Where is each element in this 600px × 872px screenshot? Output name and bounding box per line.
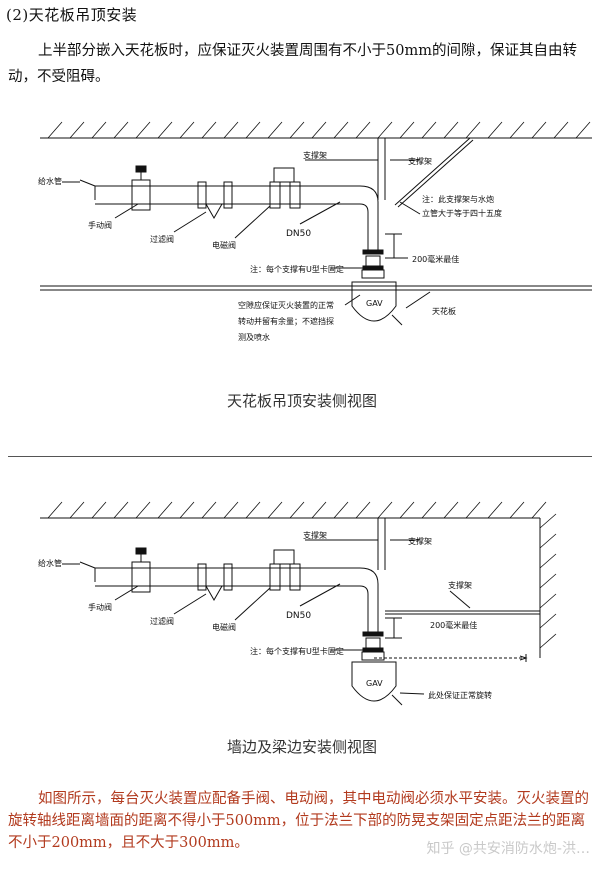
caption-wall: 墙边及梁边安装侧视图 bbox=[227, 738, 377, 756]
label-filter-valve: 过滤阀 bbox=[150, 234, 174, 244]
device-mark: GAV bbox=[366, 679, 383, 688]
ceiling-hatch bbox=[47, 501, 547, 519]
label-manual-valve: 手动阀 bbox=[88, 220, 112, 230]
intro-paragraph: 上半部分嵌入天花板时，应保证灭火装置周围有不小于50mm的间隙，保证其自由转动，… bbox=[8, 43, 577, 85]
label-ubolt-note: 注：每个支撑有U型卡固定 bbox=[250, 264, 344, 274]
label-filter-valve: 过滤阀 bbox=[150, 616, 174, 626]
label-solenoid-valve: 电磁阀 bbox=[212, 240, 236, 250]
label-angle-note-1: 注：此支撑架与水炮 bbox=[422, 194, 494, 204]
wall-hatch bbox=[539, 513, 557, 649]
divider bbox=[8, 456, 592, 457]
label-support-1: 支撑架 bbox=[303, 530, 327, 540]
label-angle-note-2: 立管大于等于四十五度 bbox=[422, 208, 502, 218]
label-water-pipe: 给水管 bbox=[38, 558, 62, 568]
device-mark: GAV bbox=[366, 299, 383, 308]
wall-install-diagram: 给水管 手动阀 过滤阀 电磁阀 DN50 支撑架 支撑架 注：每个支撑有U型卡固… bbox=[38, 501, 557, 756]
label-solenoid-valve: 电磁阀 bbox=[212, 622, 236, 632]
label-ubolt-note: 注：每个支撑有U型卡固定 bbox=[250, 646, 344, 656]
watermark: 知乎 @共安消防水炮-洪… bbox=[426, 841, 590, 857]
label-gap-note-1: 空隙应保证灭火装置的正常 bbox=[238, 300, 334, 310]
label-ceiling: 天花板 bbox=[432, 306, 456, 316]
label-gap-note-3: 测及喷水 bbox=[238, 332, 270, 342]
label-200mm: 200毫米最佳 bbox=[430, 620, 477, 630]
label-rotation-note: 此处保证正常旋转 bbox=[428, 690, 492, 700]
label-gap-note-2: 转动并留有余量；不遮挡探 bbox=[238, 316, 334, 326]
label-support-1: 支撑架 bbox=[303, 150, 327, 160]
label-support-2: 支撑架 bbox=[408, 156, 432, 166]
section-heading: (2)天花板吊顶安装 bbox=[6, 6, 138, 24]
label-manual-valve: 手动阀 bbox=[88, 602, 112, 612]
label-support-wall: 支撑架 bbox=[448, 580, 472, 590]
label-dn50: DN50 bbox=[286, 611, 311, 621]
caption-ceiling: 天花板吊顶安装侧视图 bbox=[227, 392, 377, 410]
label-200mm: 200毫米最佳 bbox=[412, 254, 459, 264]
label-support-2: 支撑架 bbox=[408, 536, 432, 546]
ceiling-install-diagram: 给水管 手动阀 过滤阀 电磁阀 DN50 支撑架 支撑架 注：此支撑架与水炮 立… bbox=[38, 121, 592, 410]
label-dn50: DN50 bbox=[286, 229, 311, 239]
label-water-pipe: 给水管 bbox=[38, 176, 62, 186]
ceiling-hatch bbox=[47, 121, 591, 139]
footer-paragraph: 如图所示，每台灭火装置应配备手阀、电动阀，其中电动阀必须水平安装。灭火装置的旋转… bbox=[8, 791, 589, 851]
